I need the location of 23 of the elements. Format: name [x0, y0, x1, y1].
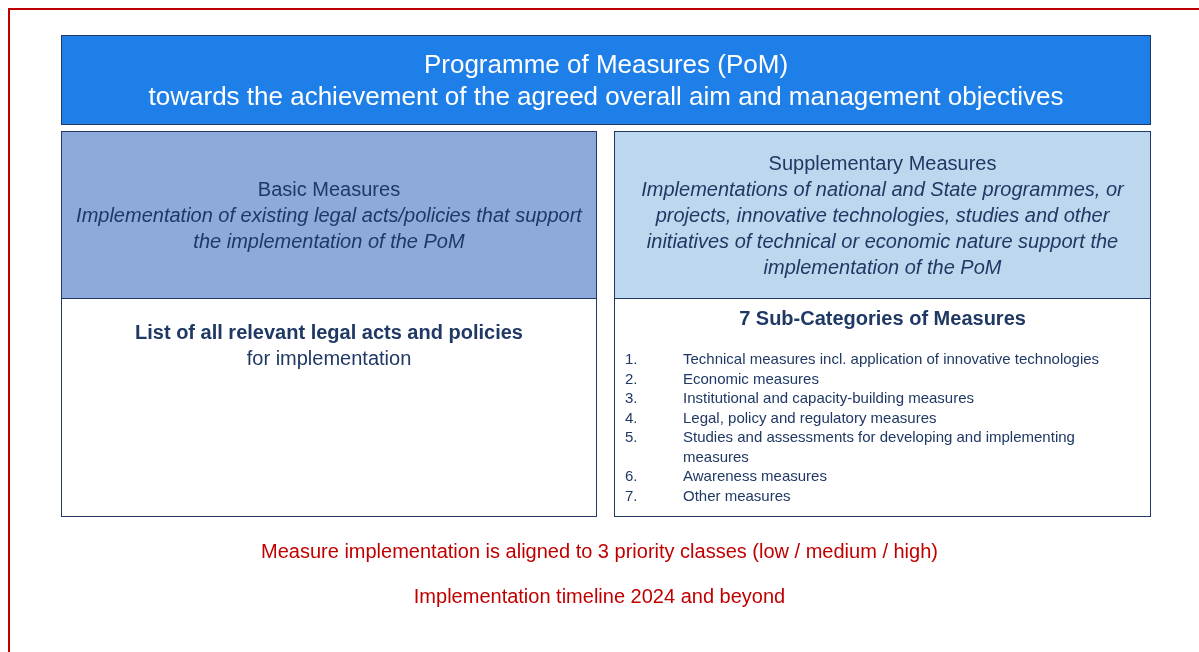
box-text: for implementation	[246, 346, 412, 371]
box-heading: Supplementary Measures	[768, 151, 997, 176]
header-heading: Programme of Measures (PoM)	[423, 48, 789, 80]
list-item: 1. Technical measures incl. application of innovative technologies	[625, 349, 1101, 369]
header-box	[61, 35, 1151, 125]
note-text: Measure implementation is aligned to 3 priority classes (low / medium / high)	[260, 540, 939, 563]
category-box	[61, 131, 597, 299]
list-item: 2. Economic measures	[625, 368, 820, 388]
box-heading: Basic Measures	[257, 177, 401, 202]
description: Implementations of national and State programmes, or projects, innovative technologies, studies and other initiatives of technical or economic nature support the implementation of the PoM	[640, 177, 1126, 280]
header-text: towards the achievement of the agreed overall aim and management objectives	[148, 80, 1064, 112]
list-item: 4. Legal, policy and regulatory measures	[625, 407, 938, 427]
list-item: 5. Studies and assessments for developing and implementing measures	[625, 427, 1076, 466]
box-heading: List of all relevant legal acts and policies	[135, 320, 523, 345]
list-item: 6. Awareness measures	[625, 466, 828, 486]
content-box	[61, 298, 597, 517]
content-box	[614, 298, 1151, 517]
category-box	[614, 131, 1151, 299]
description: Implementation of existing legal acts/policies that support the implementation of the PoM	[75, 203, 584, 254]
note-text: Implementation timeline 2024 and beyond	[412, 585, 787, 608]
list-item: 7. Other measures	[625, 485, 792, 505]
box-heading: 7 Sub-Categories of Measures	[739, 306, 1026, 331]
list-item: 3. Institutional and capacity-building measures	[625, 388, 975, 408]
